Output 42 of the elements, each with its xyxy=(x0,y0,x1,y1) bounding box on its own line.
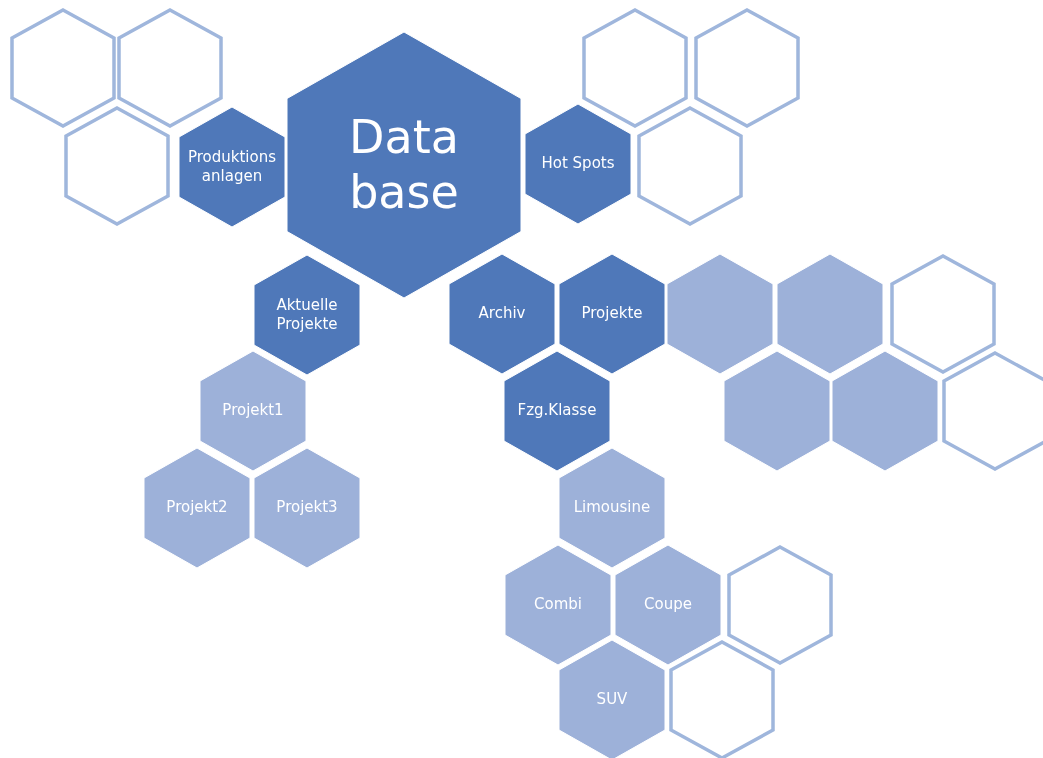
hexagon-tile xyxy=(559,448,665,568)
hexagon-tile xyxy=(615,545,721,665)
tile-label: Data base xyxy=(348,109,460,221)
outline-hexagon xyxy=(727,545,833,665)
tile-label: Coupe xyxy=(643,595,693,615)
tile-label: SUV xyxy=(595,690,629,710)
tile-label: Fzg.Klasse xyxy=(516,401,598,421)
outline-hexagon xyxy=(64,106,170,226)
tile-label: Projekt2 xyxy=(165,498,229,518)
outline-hexagon xyxy=(637,106,743,226)
hexagon-tile xyxy=(777,254,883,374)
outline-hexagon xyxy=(890,254,996,374)
outline-hexagon xyxy=(10,8,116,128)
tile-label: Projekte xyxy=(580,304,644,324)
hexagon-tile xyxy=(200,351,306,471)
hexagon-tile xyxy=(505,545,611,665)
tile-label: Hot Spots xyxy=(540,154,616,174)
tile-label: Limousine xyxy=(572,498,652,518)
outline-hexagon xyxy=(942,351,1043,471)
hexagon-tile xyxy=(144,448,250,568)
outline-hexagon xyxy=(669,640,775,758)
hexagon-tile xyxy=(287,32,521,298)
hexagon-tile xyxy=(667,254,773,374)
tile-label: Projekt3 xyxy=(275,498,339,518)
hexagon-tile xyxy=(832,351,938,471)
tile-label: Produktions anlagen xyxy=(186,147,278,187)
tile-label: Projekt1 xyxy=(221,401,285,421)
hexagon-tile xyxy=(724,351,830,471)
hexagon-tile xyxy=(504,351,610,471)
hexagon-tile xyxy=(525,104,631,224)
tile-label: Aktuelle Projekte xyxy=(275,295,339,335)
hexagon-tile xyxy=(449,254,555,374)
tile-label: Archiv xyxy=(477,304,527,324)
outline-hexagon xyxy=(582,8,688,128)
hexagon-tile xyxy=(179,107,285,227)
tile-label: Combi xyxy=(533,595,583,615)
hexagon-tile xyxy=(254,255,360,375)
outline-hexagon xyxy=(117,8,223,128)
hexagon-tile xyxy=(254,448,360,568)
hexagon-tile xyxy=(559,640,665,758)
outline-hexagon xyxy=(694,8,800,128)
hexagon-tile xyxy=(559,254,665,374)
